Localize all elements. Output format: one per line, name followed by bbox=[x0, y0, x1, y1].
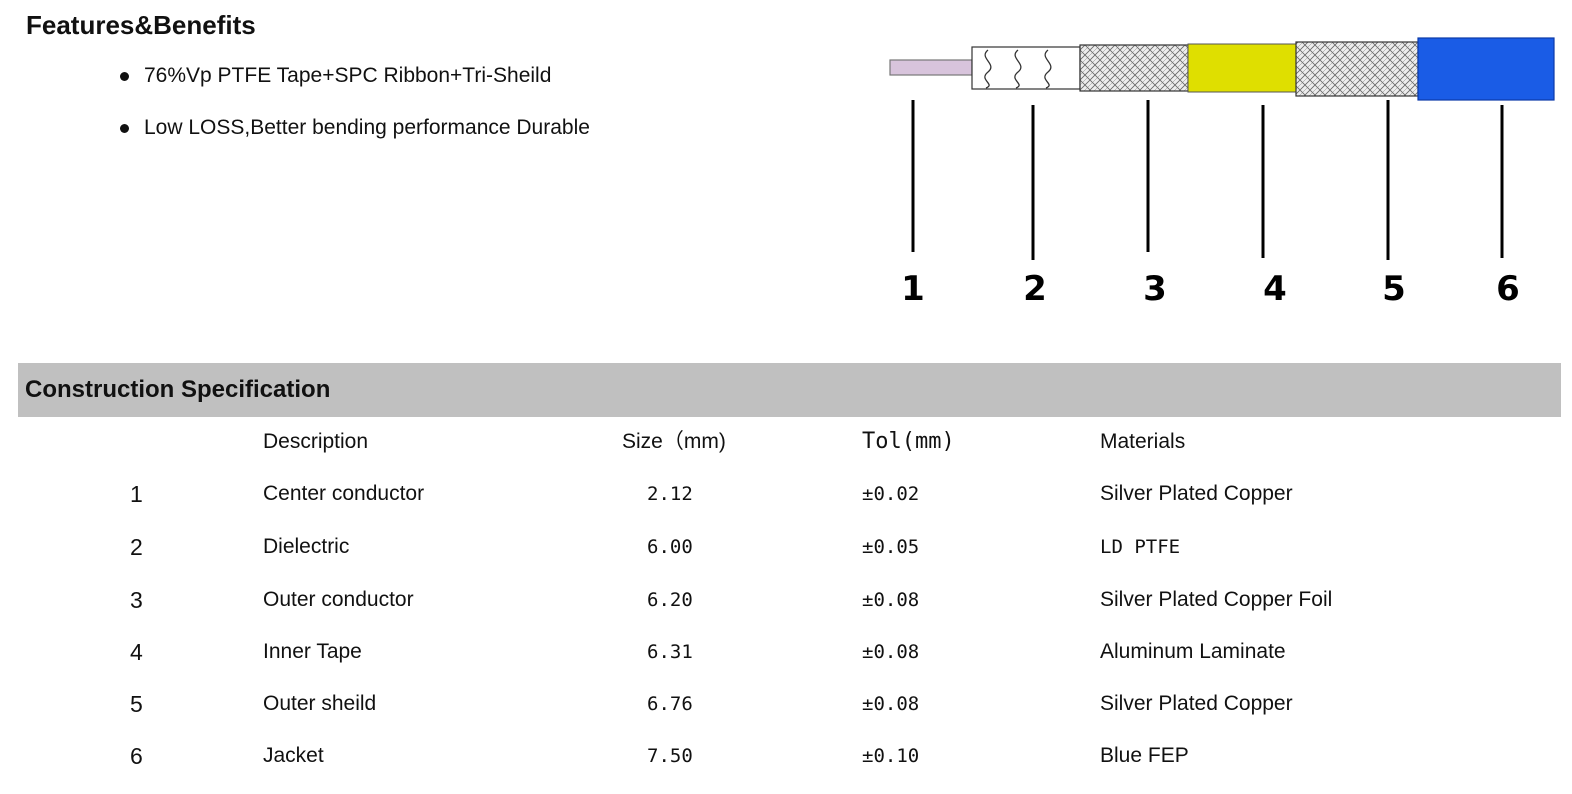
row-size: 6.31 bbox=[647, 641, 693, 663]
outer-shield-segment bbox=[1295, 41, 1419, 97]
dielectric-segment bbox=[971, 46, 1081, 90]
row-description: Jacket bbox=[263, 744, 324, 767]
table-row: 4 Inner Tape 6.31 ±0.08 Aluminum Laminat… bbox=[0, 638, 1572, 690]
row-tolerance: ±0.08 bbox=[862, 693, 920, 715]
row-materials: Aluminum Laminate bbox=[1100, 640, 1286, 663]
row-materials: Silver Plated Copper bbox=[1100, 692, 1293, 715]
row-number: 5 bbox=[130, 691, 143, 717]
row-materials: LD PTFE bbox=[1100, 536, 1181, 558]
bullet-dot-icon bbox=[120, 72, 129, 81]
row-number: 4 bbox=[130, 639, 143, 665]
cable-cross-section-diagram: 1 2 3 4 5 6 bbox=[889, 37, 1555, 309]
row-description: Outer conductor bbox=[263, 588, 414, 611]
header-description: Description bbox=[263, 430, 369, 453]
row-description: Dielectric bbox=[263, 535, 350, 558]
outer-conductor-segment bbox=[1079, 44, 1189, 92]
row-size: 6.00 bbox=[647, 536, 693, 558]
row-tolerance: ±0.10 bbox=[862, 745, 920, 767]
table-header-row: Description Size（mm) Tol(mm) Materials bbox=[0, 428, 1572, 480]
row-tolerance: ±0.05 bbox=[862, 536, 920, 558]
row-materials: Silver Plated Copper Foil bbox=[1100, 588, 1333, 611]
table-row: 6 Jacket 7.50 ±0.10 Blue FEP bbox=[0, 742, 1572, 794]
features-list: 76%Vp PTFE Tape+SPC Ribbon+Tri-Sheild Lo… bbox=[118, 60, 590, 164]
row-number: 3 bbox=[130, 587, 143, 613]
center-conductor-segment bbox=[889, 59, 973, 76]
jacket-segment bbox=[1417, 37, 1555, 101]
row-tolerance: ±0.08 bbox=[862, 589, 920, 611]
header-size: Size（mm) bbox=[622, 430, 726, 453]
table-row: 1 Center conductor 2.12 ±0.02 Silver Pla… bbox=[0, 480, 1572, 532]
row-number: 1 bbox=[130, 481, 143, 507]
features-title: Features&Benefits bbox=[26, 10, 256, 40]
bullet-text: Low LOSS,Better bending performance Dura… bbox=[144, 116, 590, 139]
construction-section-bar: Construction Specification bbox=[18, 363, 1561, 417]
row-size: 6.76 bbox=[647, 693, 693, 715]
row-description: Inner Tape bbox=[263, 640, 362, 663]
table-row: 2 Dielectric 6.00 ±0.05 LD PTFE bbox=[0, 533, 1572, 585]
header-tol: Tol(mm) bbox=[862, 429, 955, 454]
row-materials: Blue FEP bbox=[1100, 744, 1189, 767]
features-bullet-item: Low LOSS,Better bending performance Dura… bbox=[118, 112, 590, 164]
diagram-label-5: 5 bbox=[1382, 269, 1406, 309]
diagram-label-3: 3 bbox=[1143, 269, 1167, 309]
row-tolerance: ±0.08 bbox=[862, 641, 920, 663]
row-materials: Silver Plated Copper bbox=[1100, 482, 1293, 505]
row-description: Center conductor bbox=[263, 482, 425, 505]
bullet-text: 76%Vp PTFE Tape+SPC Ribbon+Tri-Sheild bbox=[144, 64, 552, 87]
row-number: 6 bbox=[130, 743, 143, 769]
row-number: 2 bbox=[130, 534, 143, 560]
inner-tape-segment bbox=[1187, 43, 1297, 93]
diagram-label-6: 6 bbox=[1496, 269, 1520, 309]
bullet-dot-icon bbox=[120, 124, 129, 133]
diagram-label-4: 4 bbox=[1263, 269, 1287, 309]
row-description: Outer sheild bbox=[263, 692, 377, 715]
header-materials: Materials bbox=[1100, 430, 1186, 453]
row-size: 2.12 bbox=[647, 483, 693, 505]
table-row: 3 Outer conductor 6.20 ±0.08 Silver Plat… bbox=[0, 586, 1572, 638]
diagram-label-2: 2 bbox=[1023, 269, 1047, 309]
construction-title: Construction Specification bbox=[25, 376, 331, 403]
table-row: 5 Outer sheild 6.76 ±0.08 Silver Plated … bbox=[0, 690, 1572, 742]
row-size: 7.50 bbox=[647, 745, 693, 767]
row-size: 6.20 bbox=[647, 589, 693, 611]
row-tolerance: ±0.02 bbox=[862, 483, 920, 505]
diagram-label-1: 1 bbox=[901, 269, 925, 309]
features-bullet-item: 76%Vp PTFE Tape+SPC Ribbon+Tri-Sheild bbox=[118, 60, 590, 112]
